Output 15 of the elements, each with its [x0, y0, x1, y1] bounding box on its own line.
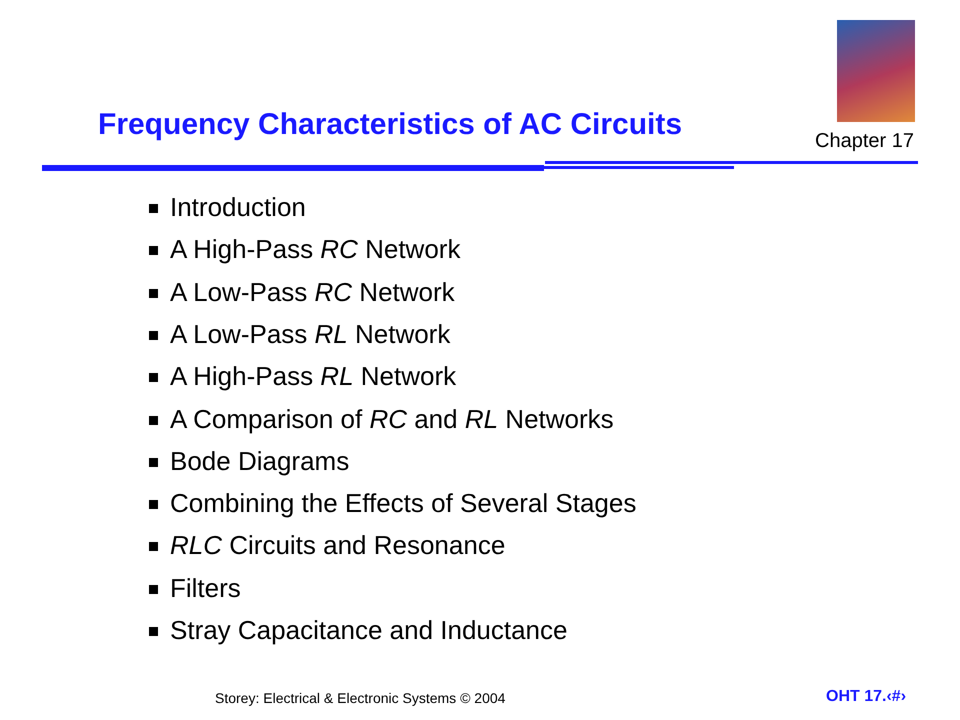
slide-number: OHT 17.‹#› [826, 688, 906, 706]
bullet-text: Combining the Effects of Several Stages [170, 488, 636, 520]
bullet-text: Introduction [170, 192, 306, 223]
bullet-text: A Comparison of RC and RL Networks [170, 404, 614, 434]
bullet-text: A Low-Pass RL Network [170, 318, 450, 350]
bullet-text: Filters [170, 572, 241, 604]
footer-text: Storey: Electrical & Electronic Systems © 2004 [215, 690, 506, 706]
bullet-text: RLC Circuits and Resonance [170, 530, 506, 562]
slide-title: Frequency Characteristics of AC Circuits [98, 108, 682, 142]
bullet-text: Stray Capacitance and Inductance [170, 615, 568, 646]
chapter-label: Chapter 17 [815, 130, 914, 153]
bullet-text: A High-Pass RL Network [170, 361, 456, 392]
bullet-text: A High-Pass RC Network [170, 234, 460, 266]
bullet-text: A Low-Pass RC Network [170, 276, 455, 308]
bullet-text: Bode Diagrams [170, 446, 350, 477]
